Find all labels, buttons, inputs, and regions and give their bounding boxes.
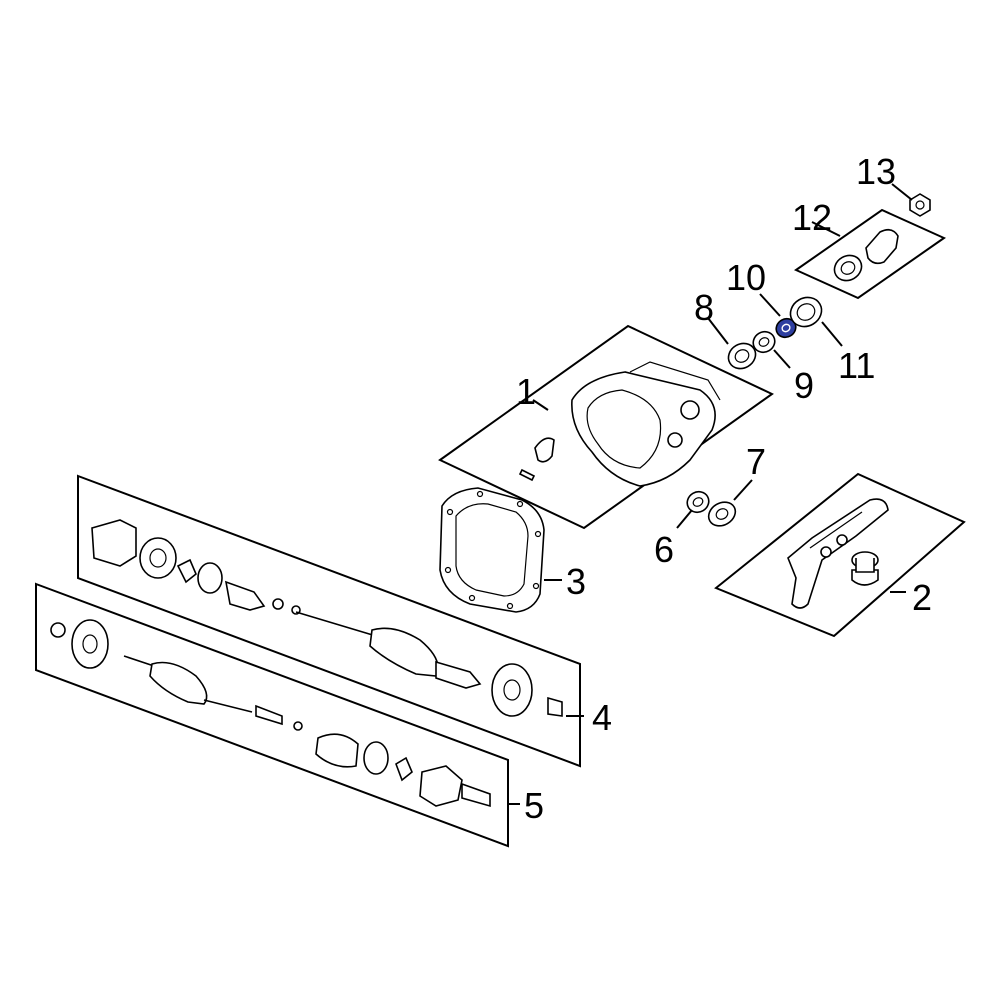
part-11-seal	[789, 296, 823, 328]
callout-1: 1	[516, 371, 536, 412]
panel-4-axle	[77, 474, 581, 768]
callout-9: 9	[794, 365, 814, 406]
callout-7: 7	[746, 441, 766, 482]
callout-4: 4	[592, 697, 612, 738]
panel-12-yoke	[793, 208, 947, 300]
leader-lines	[508, 183, 913, 805]
panel-5-axle	[35, 582, 509, 848]
callout-11: 11	[838, 345, 875, 386]
callout-10: 10	[726, 257, 766, 298]
part-10-spacer	[775, 317, 797, 339]
part-7-seal	[707, 501, 737, 527]
callout-5: 5	[524, 785, 544, 826]
panel-1-housing	[438, 324, 774, 530]
part-13-nut	[909, 193, 931, 217]
callout-3: 3	[566, 561, 586, 602]
callout-2: 2	[912, 577, 932, 618]
part-3-cover	[439, 487, 545, 613]
callout-12: 12	[792, 197, 832, 238]
part-6-seal	[686, 490, 710, 514]
callout-labels: 1 2 3 4 5 6 7 8 9 10 11 12 13	[516, 151, 932, 826]
callout-6: 6	[654, 529, 674, 570]
callout-13: 13	[856, 151, 896, 192]
part-9-bearing	[752, 330, 776, 354]
part-8-bearing	[727, 342, 757, 370]
panel-2-mount	[714, 472, 966, 638]
callout-8: 8	[694, 287, 714, 328]
